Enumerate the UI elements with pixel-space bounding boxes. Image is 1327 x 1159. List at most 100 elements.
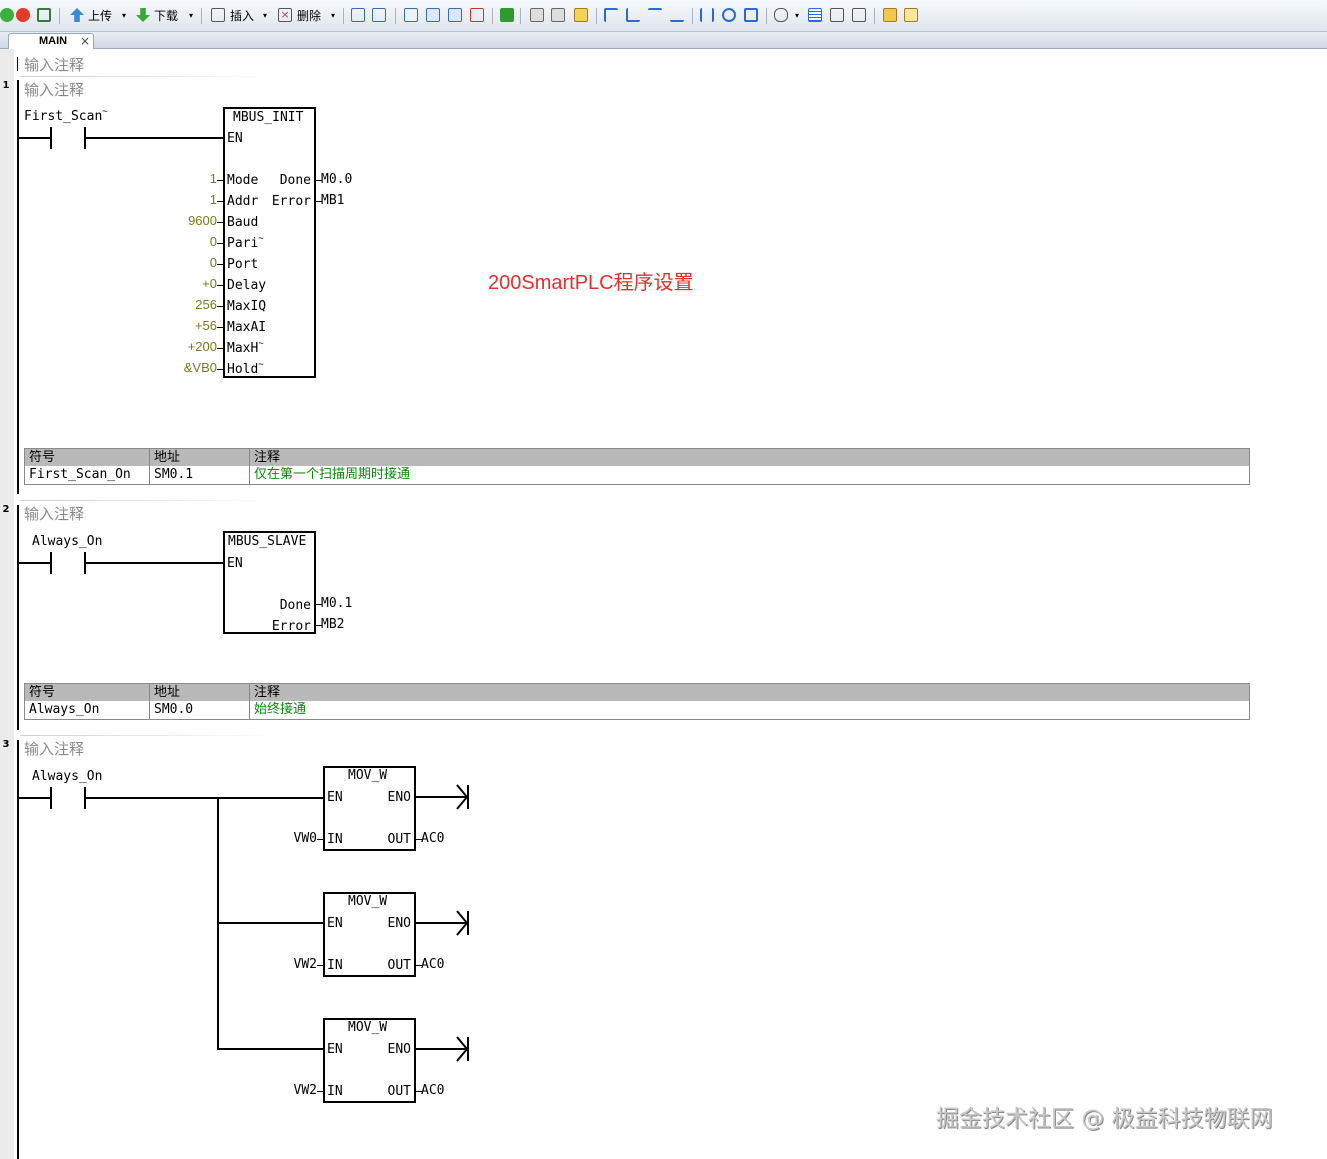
block-title: MOV_W — [348, 1020, 388, 1035]
input-value-delay[interactable]: +0 — [202, 276, 217, 291]
input-pin-line — [217, 180, 223, 181]
input-value-maxiq[interactable]: 256 — [195, 297, 217, 312]
table-row[interactable]: First_Scan_On SM0.1 仅在第一个扫描周期时接通 — [25, 466, 1249, 484]
branch-down-icon[interactable] — [626, 8, 640, 22]
out-operand[interactable]: AC0 — [421, 1083, 445, 1098]
input-pin-line — [217, 201, 223, 202]
delete-icon[interactable]: × — [278, 8, 292, 22]
in-operand[interactable]: VW2 — [293, 957, 317, 972]
comment-dropdown-icon[interactable]: ▾ — [795, 11, 800, 20]
out-pin: OUT — [387, 1084, 411, 1099]
out-operand[interactable]: AC0 — [421, 957, 445, 972]
line-up-icon[interactable] — [648, 8, 662, 22]
network-icon[interactable] — [404, 8, 418, 22]
lock-icon[interactable] — [530, 8, 544, 22]
network-comment[interactable]: 输入注释 — [24, 740, 85, 758]
insert-dropdown-icon[interactable]: ▾ — [263, 11, 268, 20]
contact-symbol[interactable] — [50, 787, 52, 809]
in-pin: IN — [327, 958, 343, 973]
table-row[interactable]: Always_On SM0.0 始终接通 — [25, 701, 1249, 719]
insert-icon[interactable] — [211, 8, 225, 22]
delete-button[interactable]: 删除 — [297, 9, 322, 23]
done-output-address[interactable]: M0.0 — [321, 172, 353, 187]
tab-main[interactable]: MAIN × — [8, 33, 94, 49]
watermark: 掘金技术社区 @ 极益科技物联网 — [936, 1106, 1273, 1132]
network-number[interactable]: 2 — [2, 504, 10, 515]
contact-label[interactable]: First_Scan~ — [24, 107, 108, 124]
upload-icon[interactable] — [70, 8, 84, 22]
run-icon[interactable] — [0, 8, 14, 22]
contact-icon[interactable] — [700, 8, 714, 22]
input-pin-line — [217, 306, 223, 307]
contact-label[interactable]: Always_On — [32, 769, 103, 784]
input-value-maxai[interactable]: +56 — [194, 318, 217, 333]
out-operand[interactable]: AC0 — [421, 831, 445, 846]
branch-up-icon[interactable] — [604, 8, 618, 22]
download-dropdown-icon[interactable]: ▾ — [189, 11, 194, 20]
lock2-icon[interactable] — [551, 8, 565, 22]
box-icon[interactable] — [744, 8, 758, 22]
contact-symbol[interactable] — [50, 127, 52, 149]
edit-icon[interactable] — [830, 8, 844, 22]
network-insert-icon[interactable] — [426, 8, 440, 22]
contact-symbol[interactable] — [50, 552, 52, 574]
network-number[interactable]: 1 — [2, 80, 10, 91]
contact-label[interactable]: Always_On — [32, 534, 103, 549]
bookmark-next-icon[interactable] — [372, 8, 386, 22]
download-icon[interactable] — [136, 8, 150, 22]
comment-icon[interactable] — [774, 8, 788, 22]
input-value-baud[interactable]: 9600 — [188, 213, 217, 228]
input-value-port[interactable]: 0 — [209, 255, 217, 270]
input-value-maxh[interactable]: +200 — [187, 339, 217, 354]
network-comment[interactable]: 输入注释 — [24, 81, 85, 99]
input-value-mode[interactable]: 1 — [209, 171, 217, 186]
block-title: MOV_W — [348, 894, 388, 909]
eno-line — [416, 922, 466, 924]
mbus-slave-block[interactable]: MBUS_SLAVE EN Done Error — [223, 531, 316, 634]
error-output-address[interactable]: MB2 — [321, 617, 345, 632]
error-pin: Error — [271, 194, 311, 209]
input-pin-delay: Delay — [227, 278, 267, 293]
line-right-icon[interactable] — [670, 8, 684, 22]
input-pin-addr: Addr — [227, 194, 259, 209]
compile-icon[interactable] — [37, 8, 51, 22]
input-pin-maxiq: MaxIQ — [227, 299, 267, 314]
goto-icon[interactable] — [500, 8, 514, 22]
input-pin-maxai: MaxAI — [227, 320, 267, 335]
in-operand[interactable]: VW0 — [293, 831, 317, 846]
network-number[interactable]: 3 — [2, 739, 10, 750]
clipboard-icon[interactable] — [904, 8, 918, 22]
in-operand[interactable]: VW2 — [293, 1083, 317, 1098]
download-button[interactable]: 下载 — [154, 9, 179, 23]
network-append-icon[interactable] — [448, 8, 462, 22]
input-pin-port: Port — [227, 257, 259, 272]
network-comment[interactable]: 输入注释 — [24, 505, 85, 523]
key-icon[interactable] — [883, 8, 897, 22]
symbol-icon[interactable] — [852, 8, 866, 22]
tab-close-icon[interactable]: × — [80, 34, 91, 48]
input-pin-line — [217, 222, 223, 223]
input-value-addr[interactable]: 1 — [209, 192, 217, 207]
coil-icon[interactable] — [722, 8, 736, 22]
input-value-hold[interactable]: &VB0 — [183, 360, 217, 375]
input-pin-line — [217, 285, 223, 286]
upload-dropdown-icon[interactable]: ▾ — [122, 11, 127, 20]
symbol-table-icon[interactable] — [808, 8, 822, 22]
insert-button[interactable]: 插入 — [230, 9, 255, 23]
input-value-pari[interactable]: 0 — [209, 234, 217, 249]
done-output-address[interactable]: M0.1 — [321, 596, 353, 611]
error-output-address[interactable]: MB1 — [321, 193, 345, 208]
delete-dropdown-icon[interactable]: ▾ — [331, 11, 336, 20]
symbol-table: 符号 地址 注释 First_Scan_On SM0.1 仅在第一个扫描周期时接… — [24, 448, 1250, 485]
network-delete-icon[interactable] — [470, 8, 484, 22]
input-pin-line — [217, 243, 223, 244]
program-comment[interactable]: 输入注释 — [24, 56, 85, 74]
unlock-icon[interactable] — [574, 8, 588, 22]
bookmark-icon[interactable] — [351, 8, 365, 22]
stop-icon[interactable] — [16, 8, 30, 22]
upload-button[interactable]: 上传 — [88, 9, 113, 23]
